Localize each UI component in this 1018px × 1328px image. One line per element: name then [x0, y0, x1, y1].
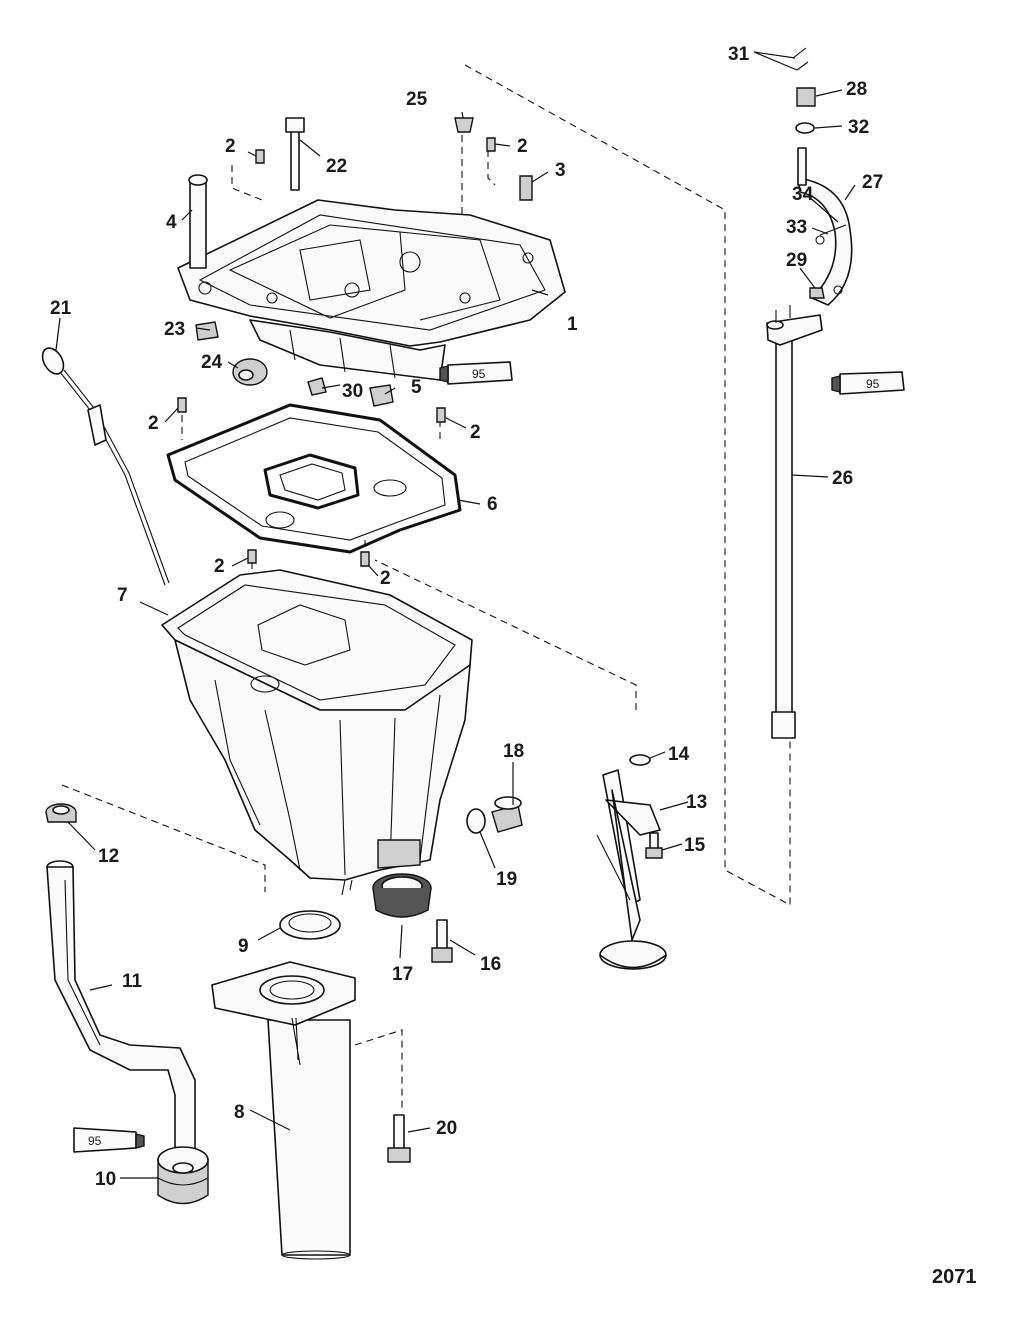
leader-lines	[55, 51, 856, 1179]
callout-30: 30	[342, 381, 363, 402]
callout-15: 15	[684, 835, 706, 856]
callout-23: 23	[164, 319, 185, 340]
callout-10: 10	[95, 1169, 116, 1190]
adapter-plate-part	[177, 199, 566, 381]
sealant-tube-icon: 95	[439, 361, 513, 385]
callout-2: 2	[148, 413, 159, 434]
tube-label-2: 95	[866, 377, 880, 391]
shift-shaft-part	[766, 305, 823, 739]
callout-34: 34	[792, 184, 814, 205]
callout-labels: 1 2 2 3 4 5 6 7 8 9 10 11 12 13 14 15 16…	[50, 44, 883, 1190]
callout-22: 22	[326, 156, 347, 177]
callout-12: 12	[98, 846, 119, 867]
callout-29: 29	[786, 250, 807, 271]
figure-number: 2071	[932, 1266, 977, 1288]
oil-sump-part	[161, 569, 473, 896]
callout-4: 4	[166, 212, 177, 233]
callout-19: 19	[496, 869, 517, 890]
gasket-part	[166, 403, 462, 554]
grommet-part	[45, 803, 77, 823]
callout-20: 20	[436, 1118, 457, 1139]
callout-21: 21	[50, 298, 72, 319]
callout-14: 14	[668, 744, 690, 765]
callout-9: 9	[238, 936, 249, 957]
driveshaft-housing-part	[211, 961, 356, 1260]
callout-1: 1	[567, 314, 578, 335]
callout-2: 2	[214, 556, 225, 577]
callout-33: 33	[786, 217, 807, 238]
callout-17: 17	[392, 964, 413, 985]
tube-label-1: 95	[472, 367, 486, 381]
callout-3: 3	[555, 160, 566, 181]
callout-6: 6	[487, 494, 498, 515]
fastener-parts	[177, 47, 847, 1163]
oil-pickup-strainer-part	[596, 769, 667, 970]
sealant-tube-icon: 95	[73, 1127, 145, 1153]
pickup-tube-part	[46, 860, 196, 1151]
callout-32: 32	[848, 117, 869, 138]
callout-13: 13	[686, 792, 707, 813]
sealant-tube-icon: 95	[831, 371, 905, 395]
callout-2: 2	[380, 568, 391, 589]
callout-24: 24	[201, 352, 223, 373]
callout-25: 25	[406, 89, 428, 110]
callout-31: 31	[728, 44, 750, 65]
callout-2: 2	[470, 422, 481, 443]
dipstick-part	[41, 347, 170, 586]
shift-lever-part	[797, 147, 853, 306]
callout-27: 27	[862, 172, 883, 193]
callout-11: 11	[122, 971, 143, 992]
callout-8: 8	[234, 1102, 245, 1123]
tube-label-3: 95	[88, 1134, 102, 1148]
callout-26: 26	[832, 468, 853, 489]
callout-7: 7	[117, 585, 128, 606]
callout-5: 5	[411, 377, 422, 398]
seal-parts	[279, 873, 432, 940]
rubber-mount-part	[157, 1146, 209, 1205]
callout-28: 28	[846, 79, 867, 100]
callout-2: 2	[225, 136, 236, 157]
callout-16: 16	[480, 954, 501, 975]
callout-18: 18	[503, 741, 524, 762]
callout-2: 2	[517, 136, 528, 157]
